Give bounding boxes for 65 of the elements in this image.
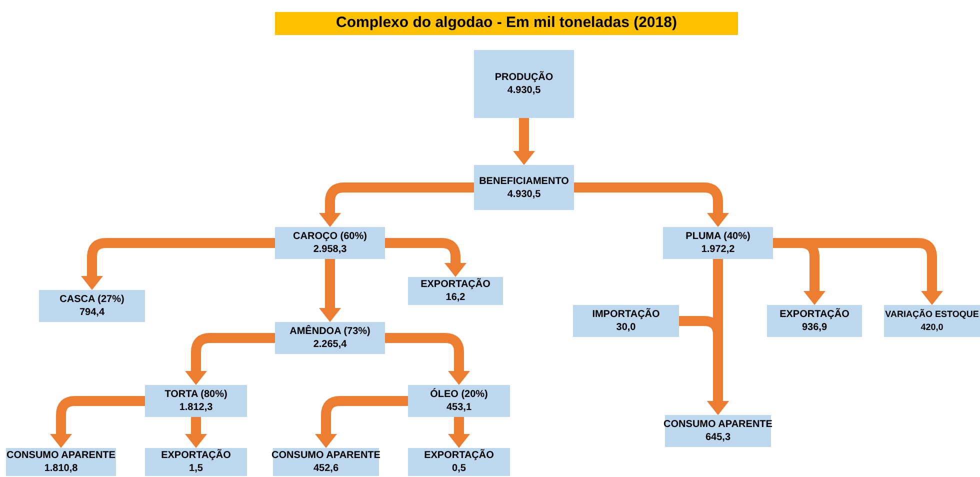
arrow xyxy=(574,182,729,227)
node-value: 1.810,8 xyxy=(44,462,78,475)
node-value: 2.958,3 xyxy=(313,243,347,256)
node-label: CASCA (27%) xyxy=(60,293,124,306)
node-label: CONSUMO APARENTE xyxy=(6,449,116,462)
node-value: 1.812,3 xyxy=(179,401,213,414)
node-label: IMPORTAÇÃO xyxy=(592,308,660,321)
node-value: 4.930,5 xyxy=(507,188,541,200)
node-label: EXPORTAÇÃO xyxy=(161,449,231,462)
flow-box xyxy=(408,277,503,305)
arrow xyxy=(50,396,145,448)
flow-box xyxy=(6,448,116,476)
flow-box xyxy=(408,385,510,417)
node-label: CAROÇO (60%) xyxy=(293,230,367,243)
node-label: PLUMA (40%) xyxy=(686,230,750,243)
node-label: PRODUÇÃO xyxy=(494,71,554,84)
flow-box xyxy=(145,385,247,417)
node-value: 30,0 xyxy=(616,321,636,334)
node-label: CONSUMO APARENTE xyxy=(664,418,772,431)
arrow xyxy=(319,259,341,322)
flow-box xyxy=(665,415,771,447)
arrow xyxy=(385,333,470,385)
flow-box xyxy=(573,305,679,337)
node-value: 453,1 xyxy=(446,401,472,414)
node-value: 420,0 xyxy=(920,321,944,334)
node-value: 452,6 xyxy=(313,462,339,475)
node-value: 4.930,5 xyxy=(507,84,541,97)
flow-box xyxy=(767,305,862,337)
arrow xyxy=(319,182,474,227)
flow-box xyxy=(275,227,385,259)
flow-box xyxy=(273,448,379,476)
node-label: EXPORTAÇÃO xyxy=(780,308,850,321)
node-label: ÓLEO (20%) xyxy=(430,388,488,401)
node-value: 1.972,2 xyxy=(701,243,735,256)
flow-box xyxy=(474,50,574,118)
node-value: 2.265,4 xyxy=(313,338,347,351)
arrow xyxy=(679,316,729,415)
node-value: 1,5 xyxy=(189,462,203,475)
flow-box xyxy=(145,448,247,476)
node-value: 0,5 xyxy=(452,462,466,475)
title-banner: Complexo do algodao - Em mil toneladas (2018) xyxy=(275,12,738,35)
arrow xyxy=(185,333,275,385)
node-label: EXPORTAÇÃO xyxy=(424,449,494,462)
node-value: 794,4 xyxy=(79,306,105,319)
flow-box xyxy=(663,227,773,259)
arrow xyxy=(185,417,207,448)
node-value: 16,2 xyxy=(446,291,466,304)
node-label: CONSUMO APARENTE xyxy=(272,449,380,462)
node-label: AMÊNDOA (73%) xyxy=(290,325,370,338)
node-label: VARIAÇÃO ESTOQUE xyxy=(885,308,979,321)
node-value: 936,9 xyxy=(802,321,828,334)
node-label: EXPORTAÇÃO xyxy=(420,278,490,291)
flow-box xyxy=(408,448,510,476)
node-label: BENEFICIAMENTO xyxy=(479,174,569,188)
node-label: TORTA (80%) xyxy=(164,388,228,401)
flow-box xyxy=(275,322,385,354)
arrow xyxy=(81,238,275,290)
node-value: 645,3 xyxy=(705,431,731,444)
flow-box xyxy=(474,165,574,210)
arrow xyxy=(315,396,408,448)
flow-box xyxy=(39,290,145,322)
arrow xyxy=(448,417,470,448)
flow-box xyxy=(884,305,980,337)
arrow xyxy=(385,238,466,277)
arrow xyxy=(513,118,535,165)
